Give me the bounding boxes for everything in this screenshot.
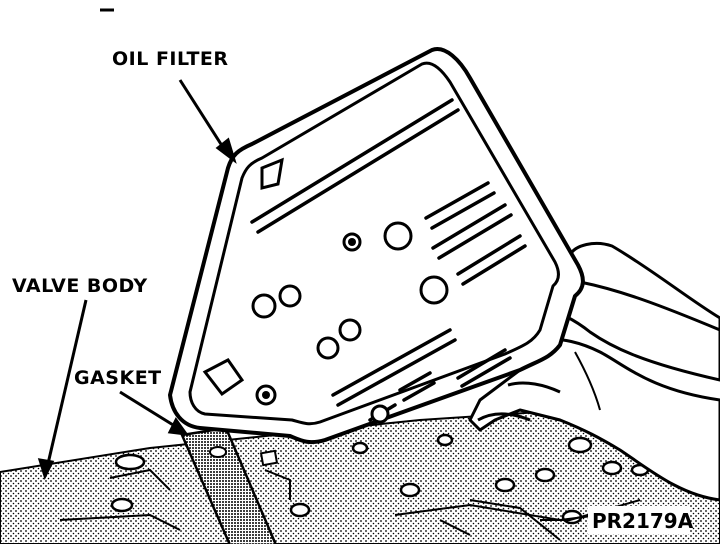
valve-body-label: VALVE BODY xyxy=(12,275,148,297)
gasket-label: GASKET xyxy=(74,367,162,389)
figure-id: PR2179A xyxy=(592,509,694,533)
oil-filter xyxy=(168,47,585,445)
leader-lines xyxy=(37,79,237,480)
figure-id-bg xyxy=(588,506,690,534)
oil-filter-label: OIL FILTER xyxy=(112,48,229,70)
